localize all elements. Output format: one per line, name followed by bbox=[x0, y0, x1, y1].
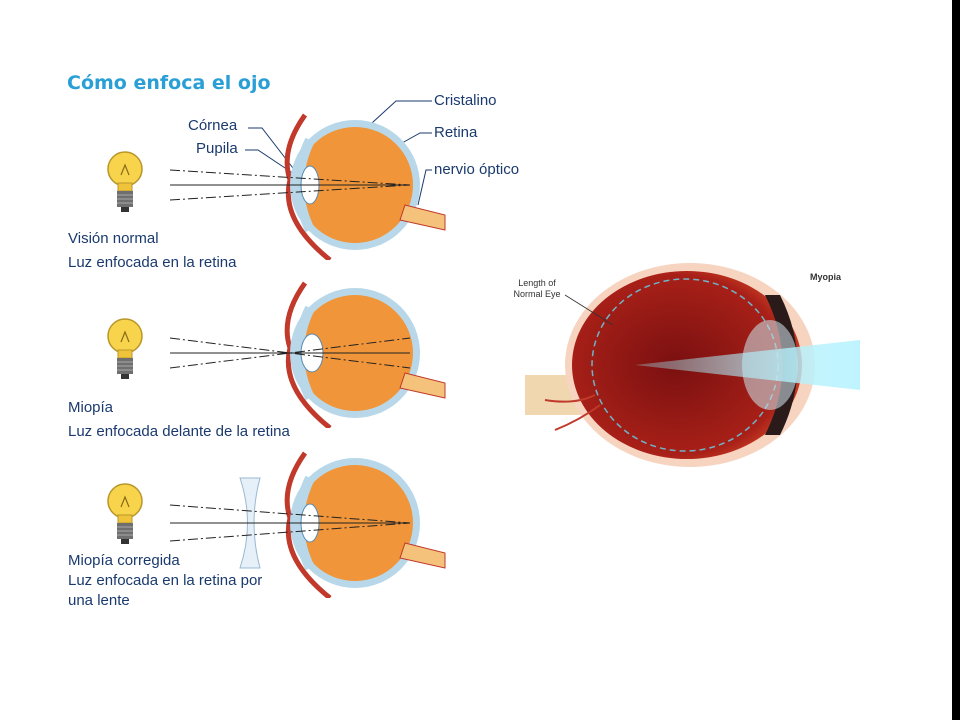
caption-myopia: Miopía Luz enfocada delante de la retina bbox=[68, 396, 290, 444]
caption-normal: Visión normal Luz enfocada en la retina bbox=[68, 227, 236, 275]
label-nervio: nervio óptico bbox=[434, 161, 520, 178]
lightbulb-icon bbox=[107, 483, 143, 544]
lightbulb-icon bbox=[107, 318, 143, 379]
caption-title: Visión normal bbox=[68, 230, 159, 247]
label-cornea: Córnea bbox=[188, 117, 238, 134]
diagram-title: Cómo enfoca el ojo bbox=[67, 72, 271, 94]
right-border bbox=[952, 0, 960, 720]
normal-eye-length-label: Length of Normal Eye bbox=[506, 278, 568, 300]
caption-corrected: Miopía corregida Luz enfocada en la reti… bbox=[68, 551, 262, 611]
eye-diagram-myopia bbox=[169, 281, 446, 428]
eye-diagram-normal bbox=[169, 113, 446, 260]
lightbulb-icon bbox=[107, 151, 143, 212]
caption-text: Luz enfocada delante de la retina bbox=[68, 423, 290, 440]
label-cristalino: Cristalino bbox=[434, 92, 497, 109]
caption-title: Miopía corregida bbox=[68, 552, 180, 569]
myopia-eye-figure bbox=[525, 263, 860, 467]
eye-diagram-corrected bbox=[169, 451, 446, 598]
caption-text-cont: una lente bbox=[68, 592, 130, 609]
caption-text: Luz enfocada en la retina bbox=[68, 254, 237, 271]
caption-text: Luz enfocada en la retina por bbox=[68, 572, 263, 589]
length-label-line1: Length of bbox=[518, 278, 556, 288]
caption-title: Miopía bbox=[68, 399, 114, 416]
label-retina: Retina bbox=[434, 124, 478, 141]
myopia-heading: Myopia bbox=[810, 272, 842, 282]
label-pupila: Pupila bbox=[196, 140, 238, 157]
length-label-line2: Normal Eye bbox=[513, 289, 561, 299]
